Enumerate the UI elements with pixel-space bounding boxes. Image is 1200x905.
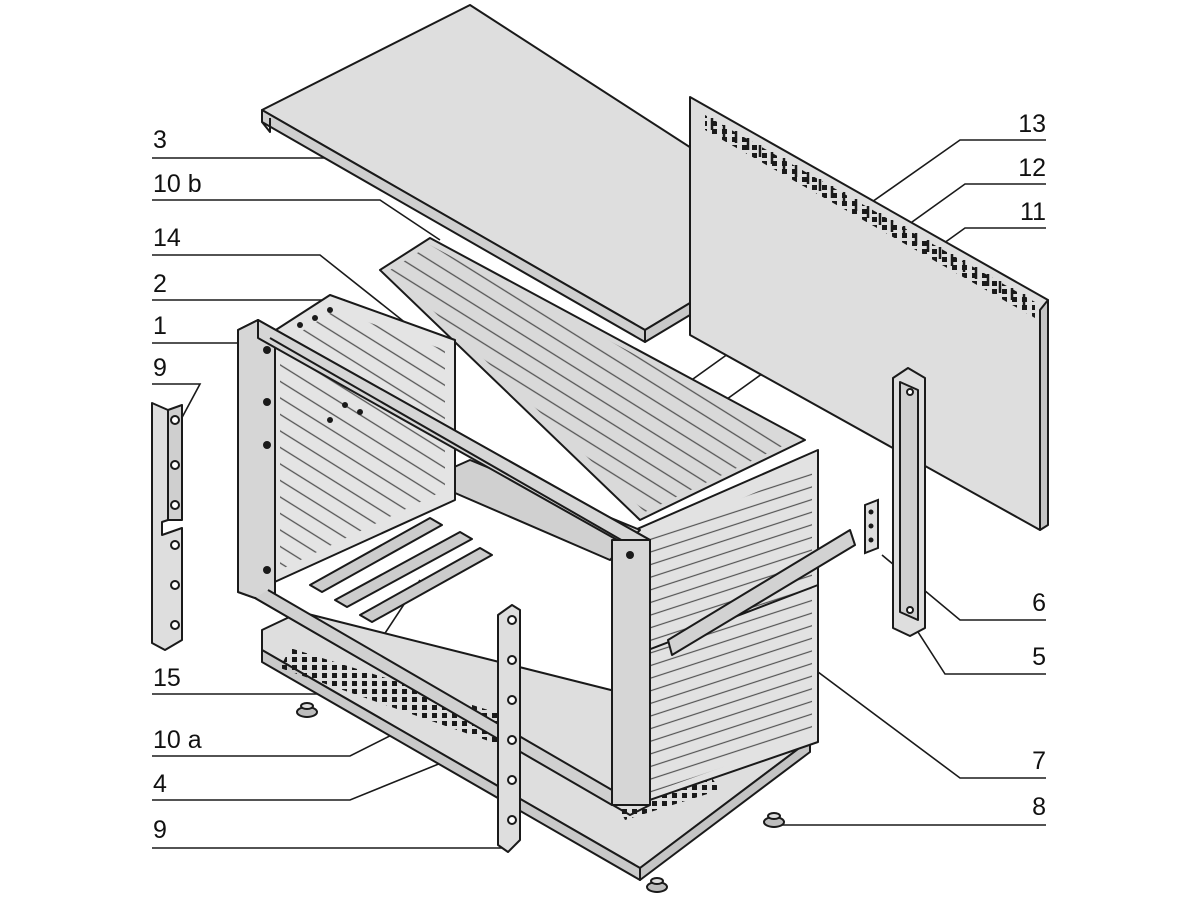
foot-front [646, 877, 668, 893]
rear-panel-13 [689, 96, 1049, 531]
label-10a: 10 a [153, 726, 202, 754]
label-9-bottom: 9 [153, 816, 167, 844]
left-cage-side [267, 294, 456, 586]
leader-14 [152, 254, 413, 329]
cross-rails-15 [309, 517, 493, 623]
leader-12 [579, 183, 1046, 461]
front-frame-1 [237, 319, 651, 816]
feet-8 [296, 702, 785, 893]
leader-9-top [152, 383, 202, 426]
mounting-strip-9-front [497, 604, 521, 853]
mounting-strip-9-left [151, 402, 183, 651]
label-4: 4 [153, 770, 167, 798]
side-panel-right [634, 449, 819, 806]
label-15: 15 [153, 664, 181, 692]
guide-rails [379, 237, 806, 561]
label-14: 14 [153, 224, 181, 252]
label-2: 2 [153, 270, 167, 298]
foot-left [296, 702, 318, 718]
label-10b: 10 b [153, 170, 202, 198]
label-11: 11 [1020, 198, 1046, 226]
label-13: 13 [1018, 110, 1046, 138]
leader-10b [152, 199, 441, 241]
leader-5 [917, 631, 1046, 675]
label-9-top: 9 [153, 354, 167, 382]
foot-middle [763, 812, 785, 828]
label-1: 1 [153, 312, 167, 340]
plate-6 [864, 498, 879, 555]
label-8: 8 [1032, 793, 1046, 821]
label-7: 7 [1032, 747, 1046, 775]
label-12: 12 [1018, 154, 1046, 182]
label-3: 3 [153, 126, 167, 154]
label-6: 6 [1032, 589, 1046, 617]
mounting-strip-5 [892, 367, 926, 637]
side-rail-7 [667, 529, 856, 656]
label-5: 5 [1032, 643, 1046, 671]
